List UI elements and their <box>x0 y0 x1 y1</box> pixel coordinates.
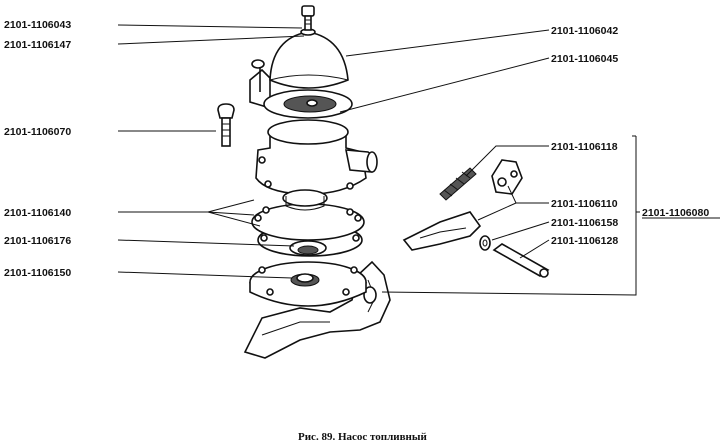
leader-lines <box>117 24 640 296</box>
figure-caption: Рис. 89. Насос топливный <box>298 431 427 443</box>
rocker-link <box>491 159 523 195</box>
lever-parts <box>402 159 550 278</box>
label-2101-1106042: 2101-1106042 <box>551 25 618 37</box>
drive-lever <box>402 211 482 251</box>
label-2101-1106080: 2101-1106080 <box>642 207 709 219</box>
lower-body-flange <box>249 261 367 307</box>
label-2101-1106128: 2101-1106128 <box>551 235 618 247</box>
lever-axle <box>492 243 550 278</box>
label-2101-1106043: 2101-1106043 <box>4 19 71 31</box>
spring <box>439 167 477 201</box>
pump-body <box>255 119 378 211</box>
side-screw <box>217 103 235 147</box>
diaphragm-assembly <box>251 203 365 257</box>
pump-base-housing <box>243 260 391 359</box>
label-2101-1106070: 2101-1106070 <box>4 126 71 138</box>
part-labels: 2101-1106043 2101-1106147 2101-1106070 2… <box>4 19 720 279</box>
label-2101-1106140: 2101-1106140 <box>4 207 71 219</box>
label-2101-1106158: 2101-1106158 <box>551 217 618 229</box>
fuel-pump-exploded-view <box>217 5 391 359</box>
label-2101-1106176: 2101-1106176 <box>4 235 71 247</box>
label-2101-1106118: 2101-1106118 <box>551 141 618 153</box>
label-2101-1106045: 2101-1106045 <box>551 53 618 65</box>
label-2101-1106110: 2101-1106110 <box>551 198 618 210</box>
washer <box>479 235 491 251</box>
top-bolt <box>301 5 315 31</box>
label-2101-1106150: 2101-1106150 <box>4 267 71 279</box>
dome-cover <box>269 28 349 89</box>
label-2101-1106147: 2101-1106147 <box>4 39 71 51</box>
filter-cover-seat <box>249 59 353 119</box>
